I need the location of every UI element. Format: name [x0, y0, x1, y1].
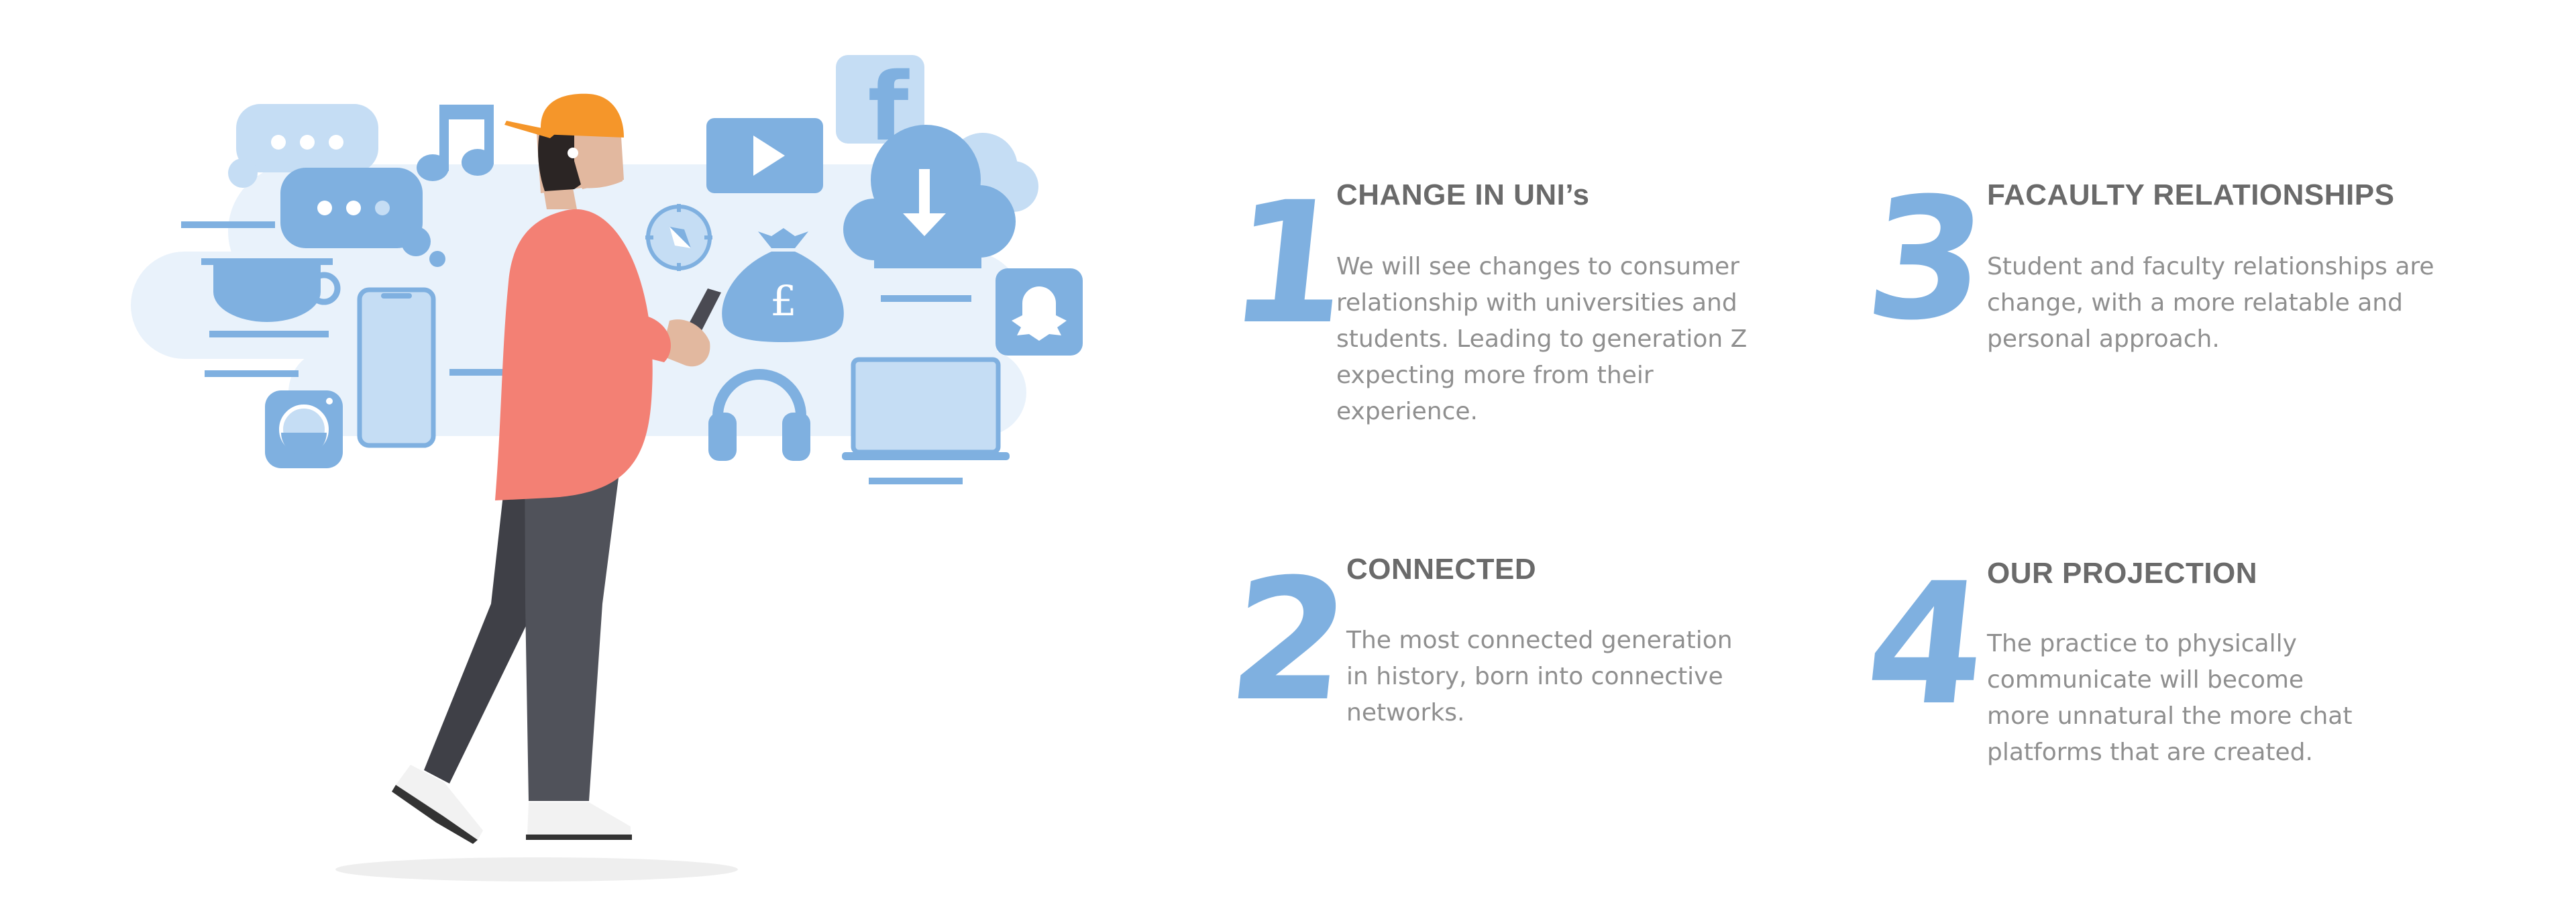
point-title: CHANGE IN UNI’s	[1336, 178, 1590, 211]
compass-icon	[645, 204, 712, 271]
point-number: 3	[1858, 162, 1996, 357]
camera-app-icon	[265, 390, 343, 468]
snapchat-ghost-icon	[996, 268, 1083, 356]
description-line: students. Leading to generation Z	[1336, 325, 1748, 353]
point-number: 4	[1858, 547, 1996, 742]
divider-line	[449, 369, 510, 376]
walking-person	[392, 93, 721, 844]
divider-line	[181, 221, 275, 228]
description-line: The most connected generation	[1346, 627, 1733, 654]
description-line: relationship with universities and	[1336, 289, 1737, 317]
coffee-cup-icon	[201, 258, 341, 377]
description-line: networks.	[1346, 699, 1465, 727]
description-line: in history, born into connective	[1346, 663, 1723, 690]
laptop-icon	[842, 357, 1010, 484]
description-line: Student and faculty relationships are	[1987, 253, 2434, 280]
description-line: communicate will become	[1987, 666, 2304, 694]
point-description: We will see changes to consumer relation…	[1336, 249, 1747, 430]
money-bag-icon: £	[722, 228, 844, 342]
chat-bubble-icon	[228, 104, 445, 267]
description-line: experience.	[1336, 398, 1478, 425]
music-note-icon	[417, 105, 494, 181]
description-line: The practice to physically	[1987, 630, 2297, 657]
description-line: We will see changes to consumer	[1336, 253, 1739, 280]
point-title: CONNECTED	[1346, 553, 1537, 586]
description-line: platforms that are created.	[1987, 739, 2313, 766]
point-title: OUR PROJECTION	[1987, 557, 2258, 590]
description-line: expecting more from their	[1336, 362, 1654, 389]
floor-shadow	[335, 857, 738, 881]
point-description: The practice to physically communicate w…	[1987, 626, 2352, 771]
video-play-icon	[706, 118, 823, 193]
point-number: 2	[1220, 543, 1358, 738]
pound-symbol: £	[770, 276, 796, 325]
point-description: The most connected generation in history…	[1346, 623, 1733, 731]
headphones-icon	[708, 369, 810, 461]
point-description: Student and faculty relationships are ch…	[1987, 249, 2434, 358]
description-line: more unnatural the more chat	[1987, 702, 2353, 730]
person-with-digital-icons-illustration: f £	[131, 53, 1083, 881]
smartphone-icon	[357, 287, 436, 448]
description-line: change, with a more relatable and	[1987, 289, 2403, 317]
description-line: personal approach.	[1987, 325, 2220, 353]
cloud-download-icon	[843, 125, 1038, 302]
point-title: FACAULTY RELATIONSHIPS	[1987, 178, 2395, 211]
